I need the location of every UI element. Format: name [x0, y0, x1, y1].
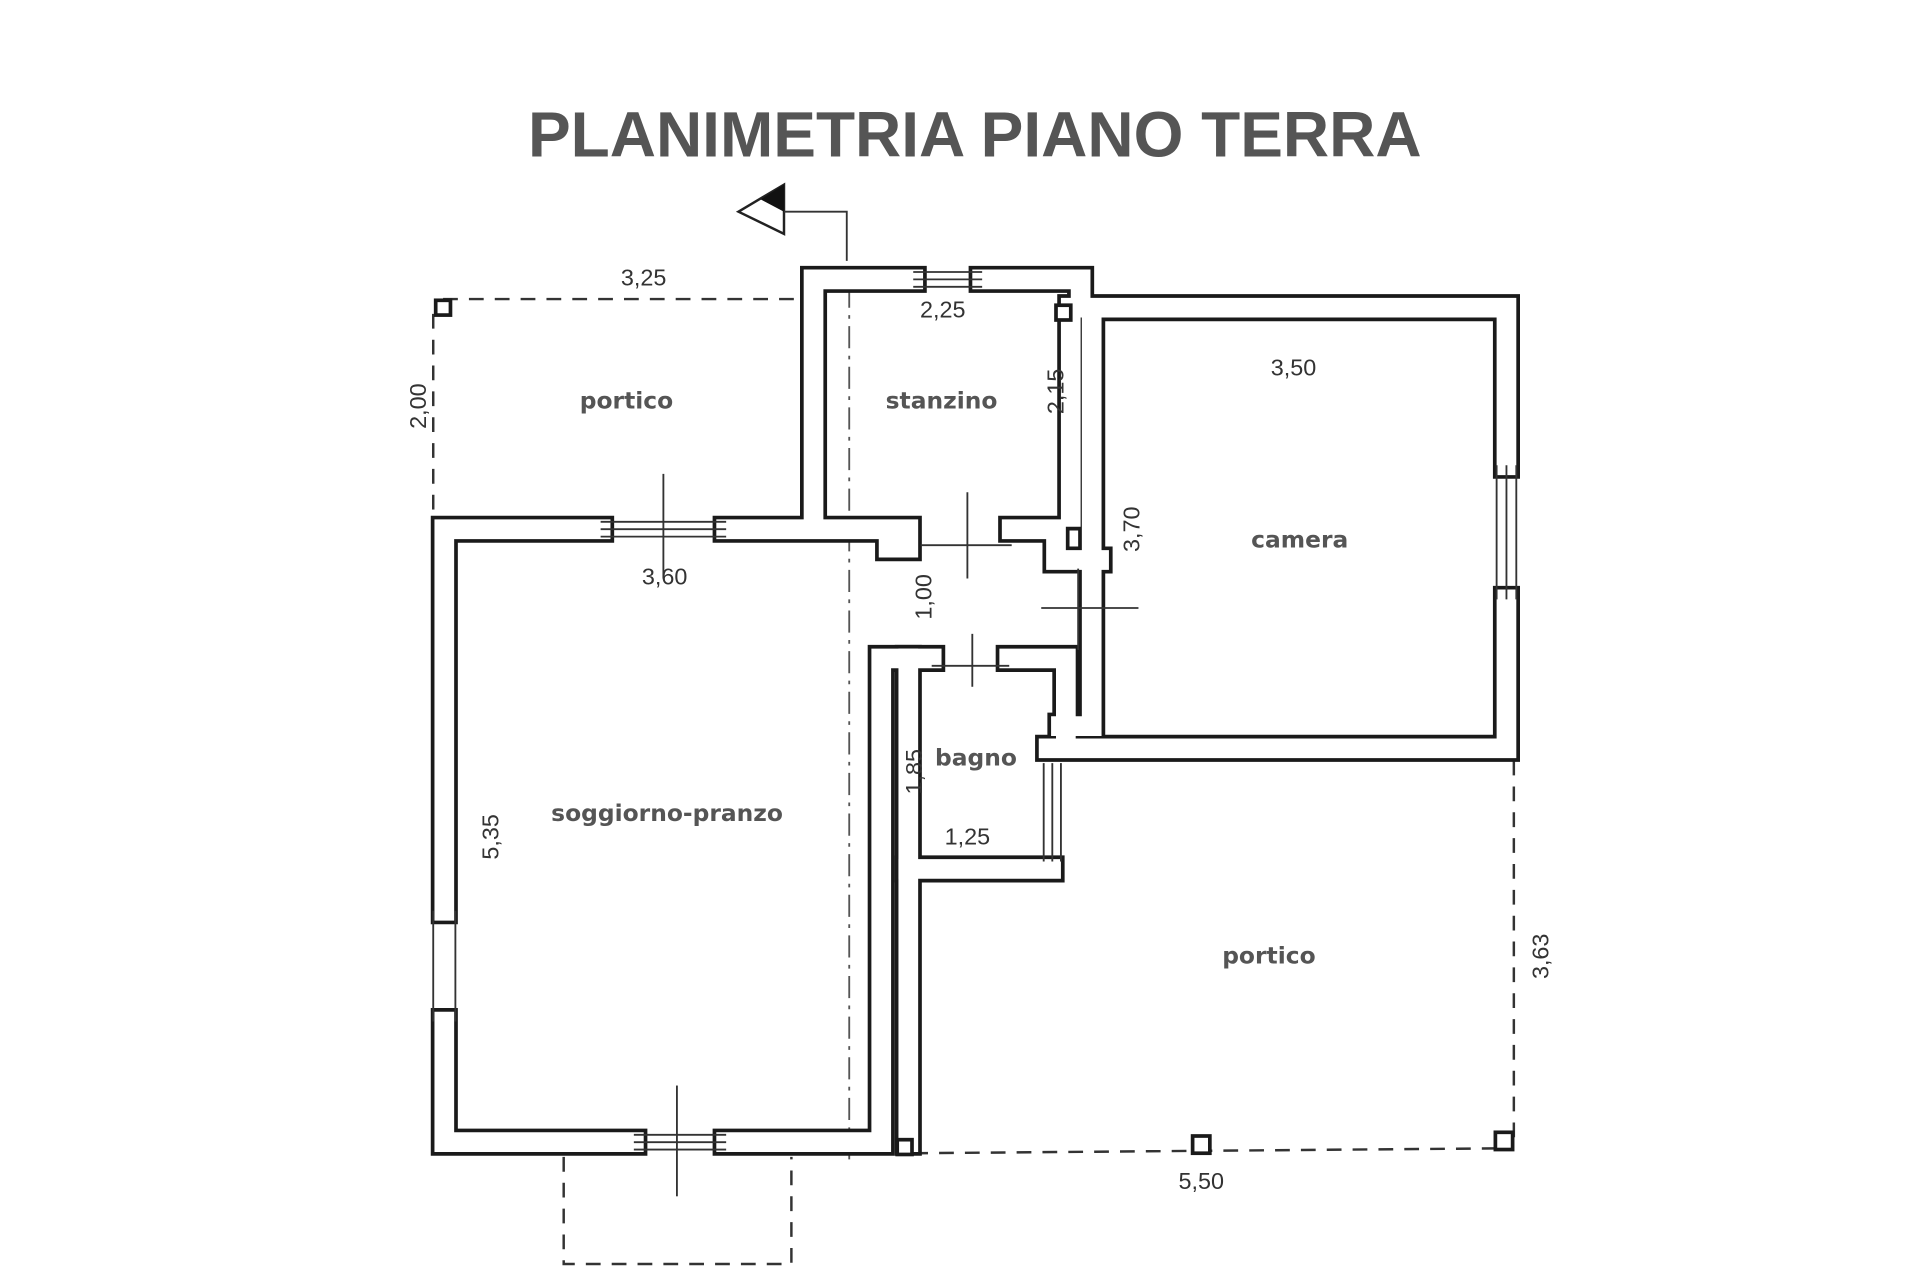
dim-bagno-depth: 1,85 [901, 749, 927, 795]
room-label-soggiorno: soggiorno-pranzo [551, 799, 783, 827]
column [1493, 1130, 1515, 1152]
dim-portico-back-width: 5,50 [1178, 1168, 1224, 1194]
room-label-portico-back: portico [1222, 942, 1315, 970]
column [895, 1137, 914, 1157]
column [433, 298, 453, 317]
windows [432, 271, 1518, 1197]
dim-portico-front-width: 3,25 [621, 265, 667, 291]
room-label-portico-front: portico [580, 387, 673, 415]
section-arrow-icon [735, 182, 848, 261]
room-label-stanzino: stanzino [886, 387, 998, 415]
dim-portico-back-depth: 3,63 [1527, 934, 1553, 980]
dim-bagno-width: 1,25 [945, 823, 991, 849]
columns [433, 298, 1515, 1157]
window-soggiorno-top [600, 473, 727, 579]
dim-soggiorno-width: 3,60 [642, 564, 688, 590]
dim-corridor-width: 1,00 [911, 574, 937, 620]
door-stanzino [920, 492, 1012, 579]
dim-portico-front-depth: 2,00 [405, 383, 431, 429]
dim-soggiorno-depth: 5,35 [477, 814, 503, 860]
portico-outlines [432, 285, 1516, 1266]
door-camera [1041, 568, 1139, 650]
dim-stanzino-depth: 2,15 [1042, 369, 1068, 415]
room-label-camera: camera [1251, 526, 1348, 554]
window-camera [1495, 465, 1518, 600]
dim-camera-width: 3,50 [1271, 354, 1317, 380]
plan-title: PLANIMETRIA PIANO TERRA [528, 98, 1422, 170]
window-soggiorno-bottom [633, 1085, 727, 1197]
dim-camera-depth: 3,70 [1119, 506, 1145, 552]
dim-stanzino-width: 2,25 [920, 297, 966, 323]
window-soggiorno-left [432, 910, 457, 1022]
column [1190, 1134, 1212, 1156]
walls [430, 265, 1520, 1156]
door-bagno [931, 633, 1010, 687]
column [1054, 303, 1073, 322]
room-label-bagno: bagno [935, 744, 1017, 772]
window-bagno [1042, 763, 1062, 862]
window-stanzino [913, 271, 983, 288]
